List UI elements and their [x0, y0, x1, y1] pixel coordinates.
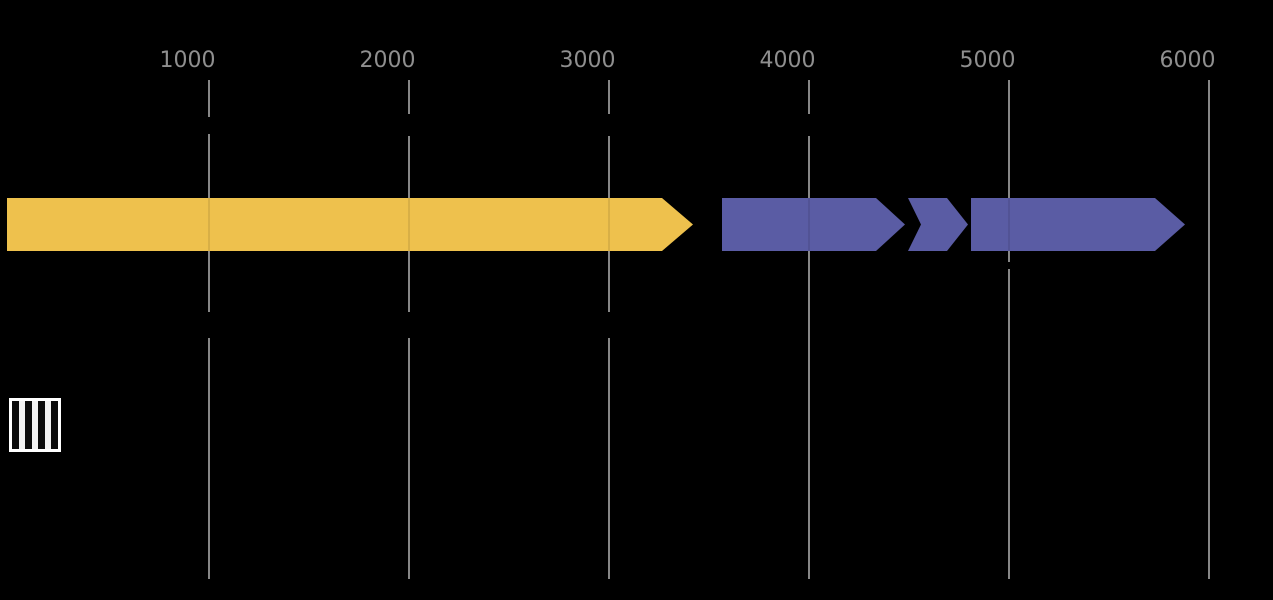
hidden-label-gap [603, 312, 616, 338]
gridline-overlay [808, 198, 810, 251]
gene-arrow-1 [7, 198, 693, 251]
gridline-overlay [408, 198, 410, 251]
axis-tick-label-5000: 5000 [959, 48, 1016, 73]
hidden-label-gap [603, 114, 615, 136]
axis-tick-label-2000: 2000 [359, 48, 416, 73]
legend-hatch-swatch [9, 398, 61, 452]
gridline-6000 [1208, 80, 1210, 579]
gridline-overlay-group [208, 198, 1010, 251]
hidden-label-gap [1006, 262, 1012, 269]
axis-tick-label-1000: 1000 [159, 48, 216, 73]
hidden-label-gap [204, 117, 215, 134]
gridline-overlay [208, 198, 210, 251]
hidden-label-gap [203, 312, 216, 338]
hidden-label-gap [403, 312, 416, 338]
gridline-overlay [1008, 198, 1010, 251]
axis-tick-label-3000: 3000 [559, 48, 616, 73]
hidden-label-gap [803, 114, 815, 136]
hidden-label-gap [403, 114, 415, 136]
gene-arrow-4 [971, 198, 1185, 251]
gene-arrow-2 [722, 198, 905, 251]
axis-tick-label-4000: 4000 [759, 48, 816, 73]
gridline-5000 [1008, 80, 1010, 579]
gridline-4000 [808, 80, 810, 579]
axis-tick-label-6000: 6000 [1159, 48, 1216, 73]
gene-arrow-3-chevron [908, 198, 968, 251]
gridline-overlay [608, 198, 610, 251]
